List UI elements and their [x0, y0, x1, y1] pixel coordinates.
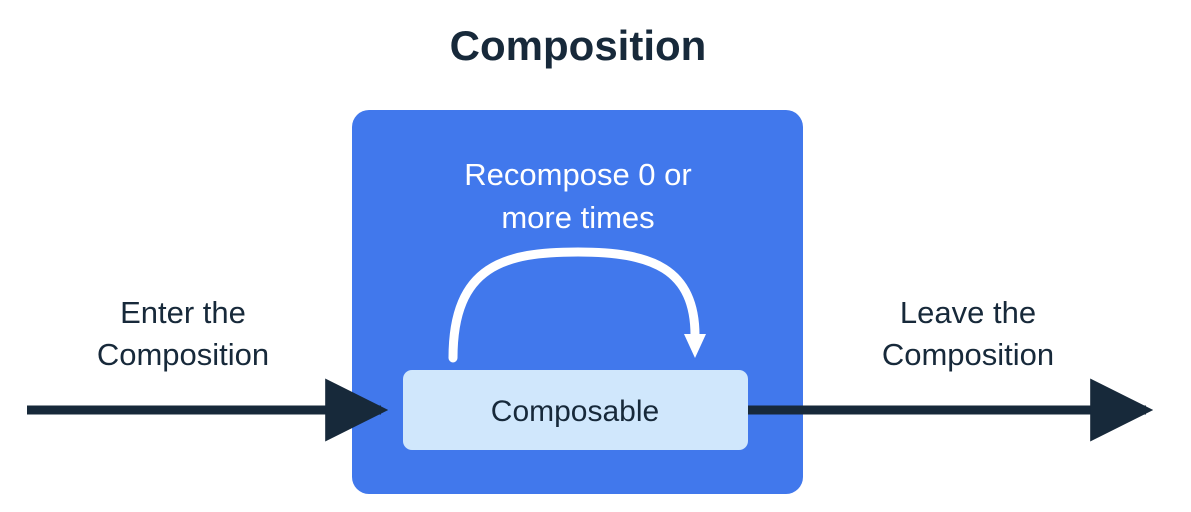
recompose-note-line1: Recompose 0 or: [464, 157, 691, 192]
leave-label-line1: Leave the: [900, 295, 1036, 330]
enter-label-line2: Composition: [97, 337, 269, 372]
page-title: Composition: [450, 22, 707, 69]
enter-label-line1: Enter the: [120, 295, 246, 330]
recompose-note-line2: more times: [501, 200, 654, 235]
leave-label-line2: Composition: [882, 337, 1054, 372]
recompose-loop-arc: [448, 247, 700, 363]
recompose-loop-arrowhead: [684, 334, 706, 358]
composable-label: Composable: [491, 395, 659, 428]
composable-box: [403, 370, 748, 450]
